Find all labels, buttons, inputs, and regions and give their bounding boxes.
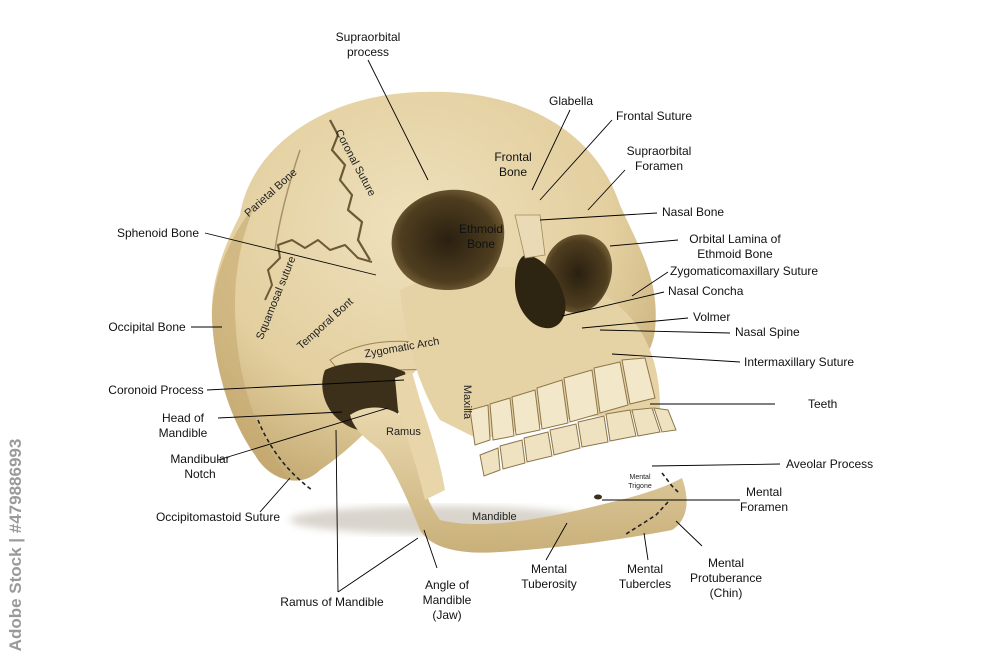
frontal-bone-label: Frontal Bone [494, 150, 532, 179]
supraorbital-process-label: Supraorbital process [335, 30, 401, 59]
mental-tubercles-label: Mental Tubercles [618, 562, 672, 591]
leader-head-of-mandible [217, 411, 343, 419]
leader-mental-tubercles [643, 532, 649, 561]
leader-occipitomastoid [259, 477, 291, 513]
maxilla-label: Maxilla [461, 384, 474, 420]
head-of-mandible-label: Head of Mandible [158, 411, 208, 440]
nasal-cavity [515, 255, 566, 329]
upper-teeth [469, 357, 656, 446]
mental-protuberance-label: Mental Protuberance (Chin) [689, 556, 763, 600]
angle-of-mandible-label: Angle of Mandible (Jaw) [422, 578, 472, 622]
leader-coronoid-process [206, 379, 405, 391]
leader-frontal-suture [539, 119, 613, 201]
orbital-lamina-label: Orbital Lamina of Ethmoid Bone [689, 232, 781, 261]
cranium-shadow [212, 205, 290, 480]
coronoid-process-label: Coronoid Process [108, 383, 204, 397]
leader-lines [191, 59, 781, 593]
mandible-label: Mandible [472, 511, 517, 523]
occipital-bone-label: Occipital Bone [108, 320, 186, 334]
leader-mental-tuberosity [545, 522, 568, 561]
leader-nasal-spine [599, 329, 731, 334]
ramus-label: Ramus [386, 426, 421, 438]
leader-orbital-lamina [609, 239, 679, 247]
temporal-line [274, 149, 301, 251]
ramus-of-mandible-label: Ramus of Mandible [280, 595, 384, 609]
leader-aveolar-process [651, 463, 781, 467]
lower-teeth [479, 407, 677, 477]
nasal-spine-label: Nasal Spine [735, 325, 800, 339]
supraorbital-foramen-label: Supraorbital Foramen [626, 144, 692, 173]
teeth-label: Teeth [808, 397, 838, 411]
mandibular-notch-label: Mandibular Notch [170, 452, 230, 481]
occipitomastoid-dashed [257, 419, 313, 491]
leader-angle-of-mandible [423, 529, 438, 569]
leader-vomer [581, 317, 689, 329]
leader-ramus-of-mandible-2 [337, 537, 419, 593]
mandible-shape [350, 407, 687, 553]
leader-mental-protuberance [675, 520, 703, 547]
leader-supraorbital-foramen [587, 169, 626, 211]
leader-nasal-bone [539, 212, 658, 221]
leader-mandibular-notch [217, 407, 389, 461]
ethmoid-bone-label: Ethmoid Bone [458, 222, 504, 251]
leader-intermaxillary [611, 353, 741, 363]
leader-ramus-of-mandible-1 [335, 429, 339, 593]
squamosal-suture-line [264, 239, 373, 301]
nasal-bridge [514, 214, 546, 259]
nasal-bone-label: Nasal Bone [662, 205, 725, 219]
vomer-label: Volmer [693, 310, 731, 324]
leader-supraorbital-process [367, 59, 429, 181]
leader-sphenoid-bone [204, 232, 377, 276]
intermaxillary-suture-label: Intermaxillary Suture [744, 355, 855, 369]
aveolar-process-label: Aveolar Process [786, 457, 874, 471]
frontal-suture-label: Frontal Suture [616, 109, 693, 123]
mental-trigone-label: Mental Trigone [628, 474, 652, 490]
mental-tuberosity-label: Mental Tuberosity [521, 562, 577, 591]
leader-glabella [531, 109, 571, 191]
mental-trigone-dashed-1 [661, 472, 681, 495]
mental-foramen-label: Mental Foramen [739, 485, 789, 514]
leader-zygomaticomaxillary [631, 271, 669, 297]
sphenoid-bone-label: Sphenoid Bone [116, 226, 200, 240]
mental-trigone-dashed-2 [625, 501, 669, 535]
nasal-concha-label: Nasal Concha [668, 284, 744, 298]
glabella-label: Glabella [548, 94, 594, 108]
leader-nasal-concha [561, 291, 665, 317]
mental-foramen-mark [594, 494, 602, 500]
zygomaticomaxillary-suture-label: Zygomaticomaxillary Suture [670, 264, 819, 278]
left-orbit [391, 189, 505, 290]
ramus-shape [395, 372, 445, 500]
occipitomastoid-suture-label: Occipitomastoid Suture [155, 510, 281, 524]
coronal-suture-line [329, 119, 371, 261]
stock-watermark: Adobe Stock | #479886993 [6, 438, 25, 652]
